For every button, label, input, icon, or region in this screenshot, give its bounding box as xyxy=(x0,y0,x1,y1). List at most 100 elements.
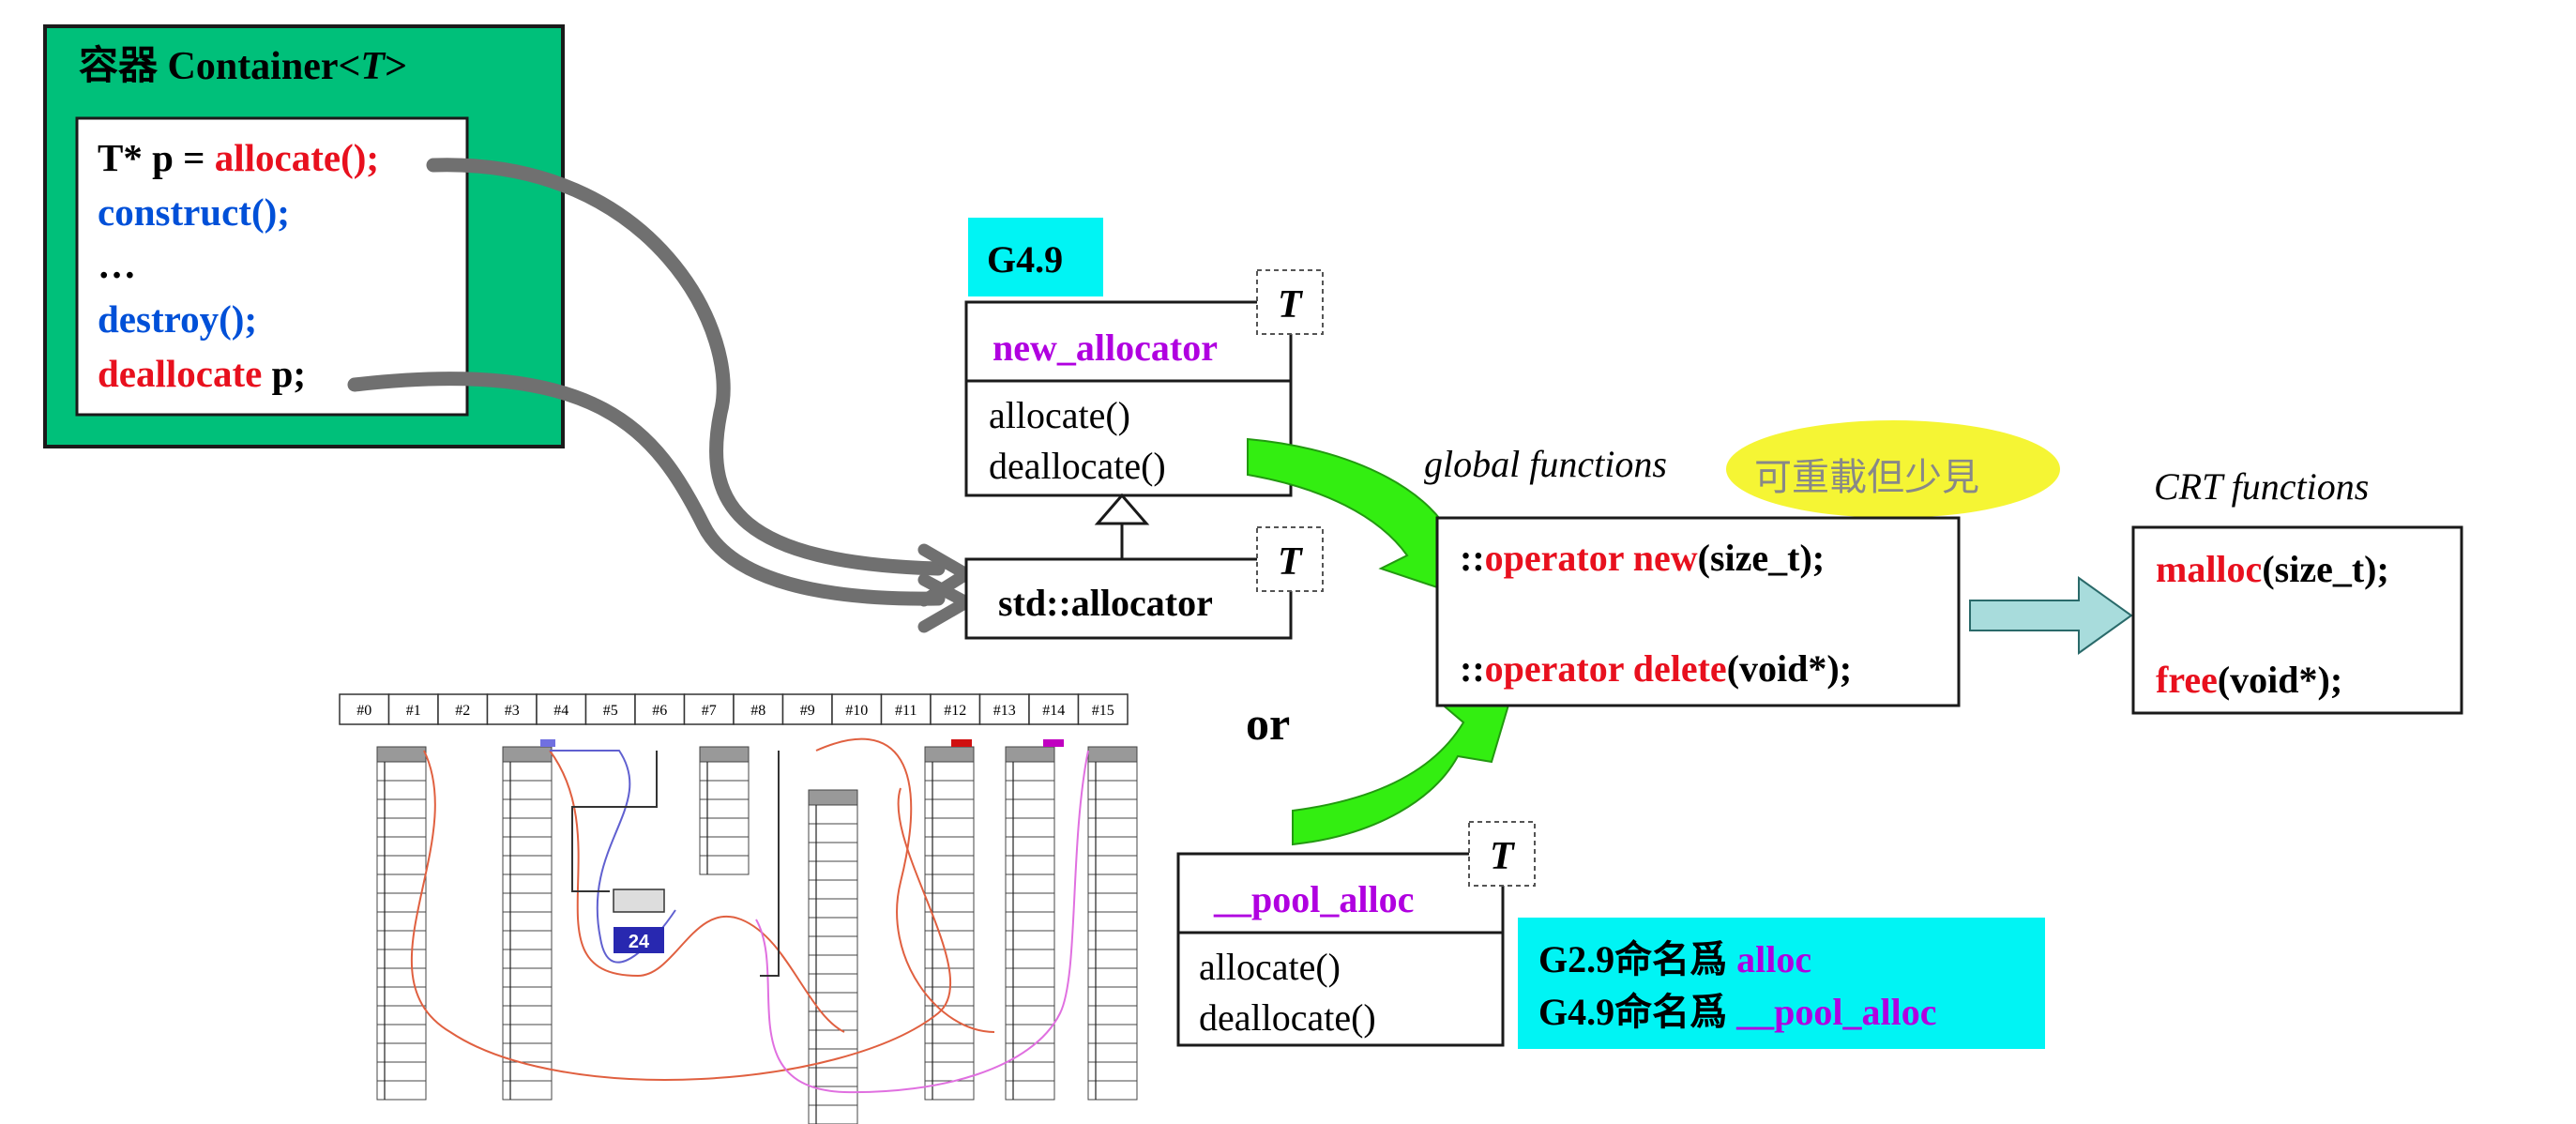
pool-slot-label: #0 xyxy=(356,703,371,719)
crt-functions-box xyxy=(2131,525,2463,715)
pool-alloc-template-param: T xyxy=(1490,835,1516,878)
pool-link-wire xyxy=(571,751,658,892)
pool-slot-label: #8 xyxy=(750,703,765,719)
pool-slot-cell xyxy=(1028,693,1080,725)
operator-delete-line: ::operator delete(void*); xyxy=(1460,647,1852,690)
naming-note-g49: G4.9命名爲 __pool_alloc xyxy=(1538,991,1936,1033)
pool-slot-cell xyxy=(387,693,439,725)
std-allocator-name: std::allocator xyxy=(998,582,1213,624)
std-allocator-template-box xyxy=(1256,526,1324,592)
pool-alloc-method-deallocate: deallocate() xyxy=(1199,996,1376,1039)
pool-chunk-cell xyxy=(699,855,750,875)
pool-chunk-header xyxy=(502,746,553,763)
overload-note: 可重載但少見 xyxy=(1754,457,1979,498)
pool-slot-cell xyxy=(930,693,981,725)
pool-slot-cell xyxy=(1077,693,1129,725)
pool-marker-blue xyxy=(540,739,555,747)
pool-slot-label: #10 xyxy=(845,703,868,719)
pool-small-block xyxy=(613,889,665,913)
pool-chunk-cell xyxy=(376,1080,427,1101)
pool-chunk-header xyxy=(699,746,750,763)
global-functions-box xyxy=(1435,516,1961,707)
svg-text:G4.9: G4.9 xyxy=(987,238,1063,281)
naming-note: G2.9命名爲 alloc G4.9命名爲 __pool_alloc xyxy=(1518,918,2045,1049)
pool-slot-label: #1 xyxy=(406,703,421,719)
pool-slot-cell xyxy=(584,693,636,725)
yellow-highlight xyxy=(1726,420,2060,518)
pool-slot-label: #11 xyxy=(895,703,917,719)
pool-chunk-header xyxy=(376,746,427,763)
global-functions-label: global functions xyxy=(1424,443,1667,485)
new-allocator-template-box xyxy=(1256,269,1324,335)
container-box: 容器 Container<T> T* p = allocate(); const… xyxy=(43,24,565,448)
pool-link-wire xyxy=(410,750,952,1081)
new-allocator-class: new_allocator allocate() deallocate() T xyxy=(964,269,1324,497)
new-allocator-name: new_allocator xyxy=(993,327,1218,369)
pool-slot-label: #3 xyxy=(505,703,520,719)
pool-slot-cell xyxy=(831,693,883,725)
pool-slot-label: #15 xyxy=(1092,703,1114,719)
pool-alloc-name: __pool_alloc xyxy=(1213,878,1414,920)
block-arrow-to-crt xyxy=(1969,576,2133,655)
pool-slot-label: #6 xyxy=(652,703,667,719)
new-allocator-method-deallocate: deallocate() xyxy=(989,445,1166,487)
pool-slot-cell xyxy=(683,693,735,725)
std-allocator-template-param: T xyxy=(1278,540,1304,584)
pool-badge-text: 24 xyxy=(629,932,650,952)
pool-slot-label: #5 xyxy=(603,703,618,719)
pool-chunk-header xyxy=(1005,746,1055,763)
code-allocate-line: T* p = allocate(); xyxy=(98,136,379,179)
code-deallocate-line: deallocate p; xyxy=(98,352,306,395)
pool-slot-cell xyxy=(486,693,538,725)
global-functions-group: global functions 可重載但少見 ::operator new(s… xyxy=(1424,420,2060,707)
pool-alloc-template-box xyxy=(1468,821,1536,887)
pool-slot-label: #14 xyxy=(1042,703,1065,719)
or-label: or xyxy=(1246,697,1290,750)
pool-chunk-header xyxy=(1087,746,1138,763)
new-allocator-method-allocate: allocate() xyxy=(989,394,1130,436)
pool-slot-label: #12 xyxy=(944,703,966,719)
pool-chunk-cell xyxy=(1005,1080,1055,1101)
allocate-call-arrow xyxy=(426,158,946,576)
pool-marker-purple xyxy=(1043,739,1064,747)
malloc-line: malloc(size_t); xyxy=(2156,548,2389,590)
pool-badge-bg xyxy=(614,927,664,953)
pool-link-wire xyxy=(815,737,995,1033)
inheritance-arrow xyxy=(1094,493,1150,559)
pool-slot-cell xyxy=(880,693,932,725)
pool-marker-red xyxy=(951,739,972,747)
pool-slot-label: #13 xyxy=(993,703,1016,719)
pool-slot-label: #7 xyxy=(702,703,717,719)
code-destroy-line: destroy(); xyxy=(98,297,257,341)
deallocate-call-arrow xyxy=(347,372,946,606)
pool-chunk-cell xyxy=(808,1104,858,1124)
pool-slot-label: #4 xyxy=(553,703,568,719)
pool-link-wire xyxy=(760,751,780,977)
pool-alloc-class: __pool_alloc allocate() deallocate() T xyxy=(1176,821,1536,1047)
pool-link-wire xyxy=(549,750,845,1033)
code-ellipsis-line: … xyxy=(98,243,136,286)
naming-note-g29: G2.9命名爲 alloc xyxy=(1538,938,1811,980)
pool-slot-cell xyxy=(536,693,587,725)
pool-alloc-method-allocate: allocate() xyxy=(1199,946,1341,988)
crt-functions-group: CRT functions malloc(size_t); free(void*… xyxy=(2131,465,2463,715)
container-code-panel xyxy=(75,116,469,417)
g49-tag: G4.9 xyxy=(968,218,1103,296)
pool-slot-label: #2 xyxy=(455,703,470,719)
pool-slot-label: #9 xyxy=(800,703,815,719)
std-allocator-class: std::allocator T xyxy=(964,526,1324,640)
operator-new-line: ::operator new(size_t); xyxy=(1460,537,1825,579)
new-allocator-template-param: T xyxy=(1278,283,1304,327)
crt-functions-label: CRT functions xyxy=(2154,465,2369,508)
pool-chunk-header xyxy=(808,789,858,806)
pool-chunk-cell xyxy=(502,1080,553,1101)
pool-link-wire xyxy=(755,750,1089,1094)
container-title: 容器 Container<T> xyxy=(79,44,407,88)
pool-slot-cell xyxy=(978,693,1030,725)
free-line: free(void*); xyxy=(2156,659,2342,701)
pool-chunk-header xyxy=(924,746,975,763)
code-construct-line: construct(); xyxy=(98,190,290,234)
pool-chunk-cell xyxy=(1087,1080,1138,1101)
pool-memory-figure: #0 #1 #2 #3 #4 #5 #6 #7 #8 #9 #10 #11 #12 #13 #14 #15 24 xyxy=(339,693,1138,1124)
